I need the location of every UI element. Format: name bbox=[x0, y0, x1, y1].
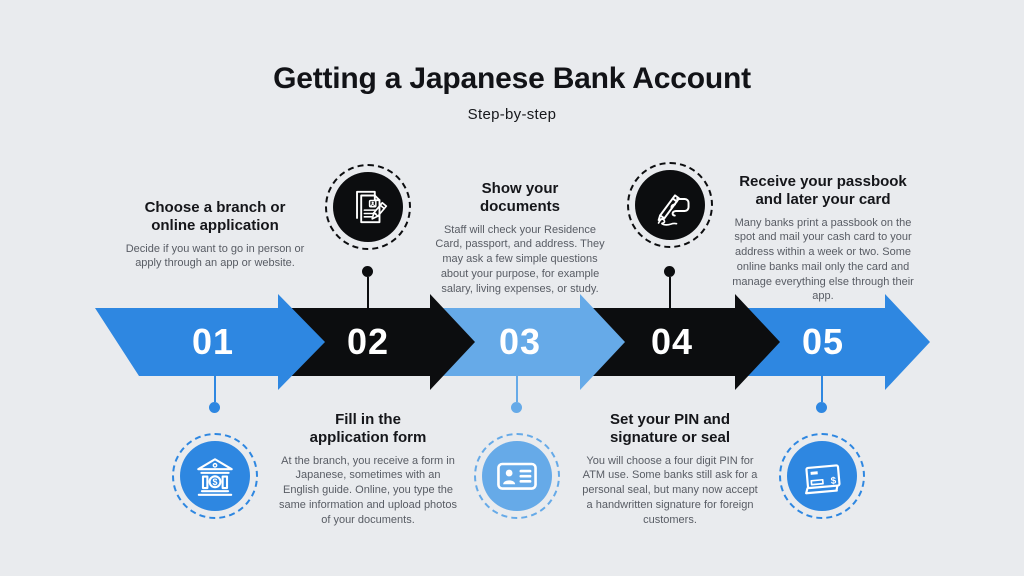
step-1-icon-badge: $ bbox=[172, 433, 258, 519]
passbook-icon: $ bbox=[805, 464, 841, 495]
connector-line-step-1 bbox=[214, 376, 216, 402]
step-4-body: You will choose a four digit PIN for ATM… bbox=[582, 454, 758, 526]
connector-dot-step-1 bbox=[209, 402, 220, 413]
step-5-text-block: Receive your passbook and later your car… bbox=[725, 173, 921, 304]
step-number-1: 01 bbox=[191, 321, 235, 362]
step-number-2: 02 bbox=[346, 321, 390, 362]
id-card-icon bbox=[497, 462, 537, 490]
step-1-title: Choose a branch or online application bbox=[144, 199, 286, 235]
step-2-icon-badge bbox=[325, 164, 411, 250]
step-4-icon-badge bbox=[627, 162, 713, 248]
connector-line-step-3 bbox=[516, 376, 518, 402]
page-title: Getting a Japanese Bank Account bbox=[273, 62, 751, 95]
step-5-body: Many banks print a passbook on the spot … bbox=[732, 216, 914, 303]
step-4-text-block: Set your PIN and signature or seal You w… bbox=[578, 411, 762, 527]
connector-dot-step-3 bbox=[511, 402, 522, 413]
step-4-title: Set your PIN and signature or seal bbox=[609, 411, 731, 447]
svg-text:$: $ bbox=[213, 477, 218, 487]
step-4-icon-circle bbox=[635, 170, 705, 240]
bank-building-icon: $ bbox=[197, 458, 233, 496]
connector-line-step-2 bbox=[367, 277, 369, 308]
connector-dot-step-5 bbox=[816, 402, 827, 413]
step-2-title: Fill in the application form bbox=[309, 411, 427, 447]
step-3-icon-circle bbox=[482, 441, 552, 511]
page-subtitle: Step-by-step bbox=[467, 106, 557, 123]
step-5-title: Receive your passbook and later your car… bbox=[739, 173, 907, 209]
step-3-body: Staff will check your Residence Card, pa… bbox=[435, 223, 605, 295]
step-2-text-block: Fill in the application form At the bran… bbox=[276, 411, 460, 527]
step-2-body: At the branch, you receive a form in Jap… bbox=[279, 454, 457, 526]
step-1-body: Decide if you want to go in person or ap… bbox=[125, 242, 305, 270]
connector-dot-step-4 bbox=[664, 266, 675, 277]
step-1-text-block: Choose a branch or online application De… bbox=[110, 199, 320, 271]
step-number-5: 05 bbox=[801, 321, 845, 362]
application-form-icon bbox=[356, 190, 388, 224]
connector-line-step-4 bbox=[669, 277, 671, 308]
step-number-3: 03 bbox=[498, 321, 542, 362]
step-3-text-block: Show your documents Staff will check you… bbox=[428, 180, 612, 296]
step-5-icon-circle: $ bbox=[787, 441, 857, 511]
step-3-title: Show your documents bbox=[479, 180, 560, 216]
step-2-icon-circle bbox=[333, 172, 403, 242]
step-5-icon-badge: $ bbox=[779, 433, 865, 519]
connector-line-step-5 bbox=[821, 376, 823, 402]
signature-icon bbox=[657, 194, 690, 226]
svg-text:$: $ bbox=[830, 475, 837, 486]
step-3-icon-badge bbox=[474, 433, 560, 519]
connector-dot-step-2 bbox=[362, 266, 373, 277]
step-1-icon-circle: $ bbox=[180, 441, 250, 511]
step-number-4: 04 bbox=[650, 321, 694, 362]
